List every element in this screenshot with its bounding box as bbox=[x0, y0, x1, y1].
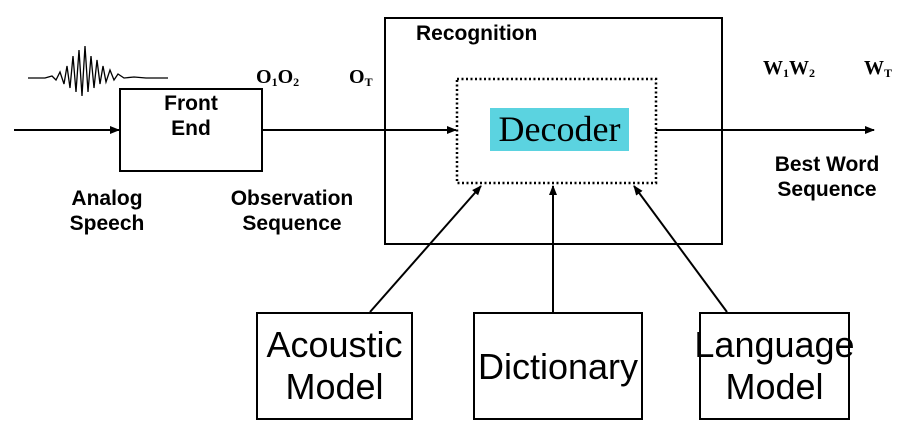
recognition-box bbox=[384, 17, 723, 245]
decoder-label: Decoder bbox=[490, 108, 629, 151]
w1-letter: W bbox=[763, 57, 783, 79]
w2-sub: 2 bbox=[809, 66, 815, 80]
o2-letter: O bbox=[277, 66, 294, 88]
ot-sub: T bbox=[364, 75, 373, 89]
observation-o1o2: O1O2 bbox=[256, 66, 299, 90]
front-end-label: Front End bbox=[119, 91, 263, 141]
observation-line2: Sequence bbox=[242, 212, 342, 235]
acoustic-line2: Model bbox=[285, 366, 384, 407]
o1-sub: 1 bbox=[271, 75, 278, 89]
wt-letter: W bbox=[864, 57, 884, 79]
acoustic-line1: Acoustic bbox=[266, 324, 403, 365]
observation-line1: Observation bbox=[230, 187, 354, 210]
language-model-box bbox=[699, 312, 850, 420]
language-line1: Language bbox=[694, 324, 855, 365]
w1-sub: 1 bbox=[783, 66, 789, 80]
analog-line1: Analog bbox=[71, 187, 143, 210]
word-wt: WT bbox=[864, 57, 892, 81]
language-line2: Model bbox=[725, 366, 824, 407]
wt-sub: T bbox=[884, 66, 893, 80]
front-end-line1: Front bbox=[164, 92, 218, 115]
acoustic-model-label: Acoustic Model bbox=[252, 324, 417, 408]
dictionary-box bbox=[473, 312, 643, 420]
observation-ot: OT bbox=[349, 66, 373, 90]
best-word-sequence-caption: Best Word Sequence bbox=[752, 152, 902, 202]
o1-letter: O bbox=[256, 66, 272, 88]
language-model-label: Language Model bbox=[680, 324, 869, 408]
decoder-box bbox=[455, 77, 658, 185]
observation-sequence-caption: Observation Sequence bbox=[207, 186, 377, 236]
w2-letter: W bbox=[789, 57, 809, 79]
ot-letter: O bbox=[349, 66, 365, 88]
analog-line2: Speech bbox=[69, 212, 145, 235]
front-end-box bbox=[119, 88, 263, 172]
acoustic-arrow bbox=[369, 185, 482, 313]
front-end-line2: End bbox=[171, 117, 211, 140]
recognition-title: Recognition bbox=[416, 22, 538, 45]
best-line1: Best Word bbox=[774, 153, 880, 176]
analog-speech-caption: Analog Speech bbox=[45, 186, 169, 236]
word-w1w2: W1W2 bbox=[763, 57, 815, 81]
language-arrow bbox=[633, 185, 728, 313]
o2-sub: 2 bbox=[293, 75, 300, 89]
dictionary-line1: Dictionary bbox=[477, 346, 639, 387]
speech-waveform bbox=[28, 45, 168, 97]
best-line2: Sequence bbox=[777, 178, 877, 201]
dictionary-label: Dictionary bbox=[463, 346, 653, 388]
acoustic-model-box bbox=[256, 312, 413, 420]
